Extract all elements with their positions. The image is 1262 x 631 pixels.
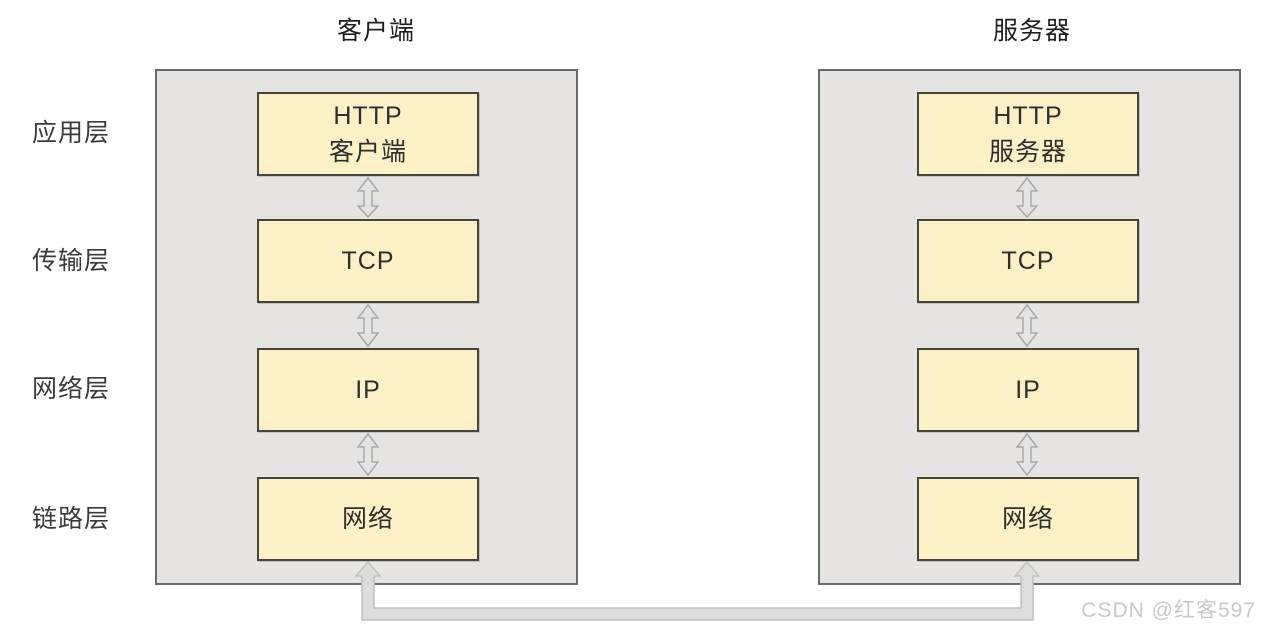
server-http-box: HTTP 服务器 (917, 92, 1139, 176)
layer-label-link: 链路层 (32, 505, 111, 533)
box-label: 网络 (1001, 505, 1054, 533)
layer-label-network: 网络层 (32, 375, 111, 403)
box-label: TCP (1001, 247, 1055, 275)
client-http-box: HTTP 客户端 (257, 92, 479, 176)
client-title: 客户端 (336, 17, 415, 45)
box-label: HTTP (333, 102, 403, 130)
box-label: 客户端 (328, 138, 407, 166)
server-tcp-box: TCP (917, 219, 1139, 303)
watermark-text: CSDN @红客597 (1081, 599, 1256, 622)
box-label: HTTP (993, 102, 1063, 130)
server-network-box: 网络 (917, 477, 1139, 561)
server-title: 服务器 (992, 17, 1071, 45)
server-ip-box: IP (917, 348, 1139, 432)
box-label: IP (1015, 376, 1041, 404)
client-network-box: 网络 (257, 477, 479, 561)
client-ip-box: IP (257, 348, 479, 432)
box-label: TCP (341, 247, 395, 275)
client-tcp-box: TCP (257, 219, 479, 303)
layer-label-transport: 传输层 (32, 247, 111, 275)
box-label: 服务器 (988, 138, 1067, 166)
box-label: 网络 (341, 505, 394, 533)
layer-label-application: 应用层 (32, 119, 111, 147)
box-label: IP (355, 376, 381, 404)
